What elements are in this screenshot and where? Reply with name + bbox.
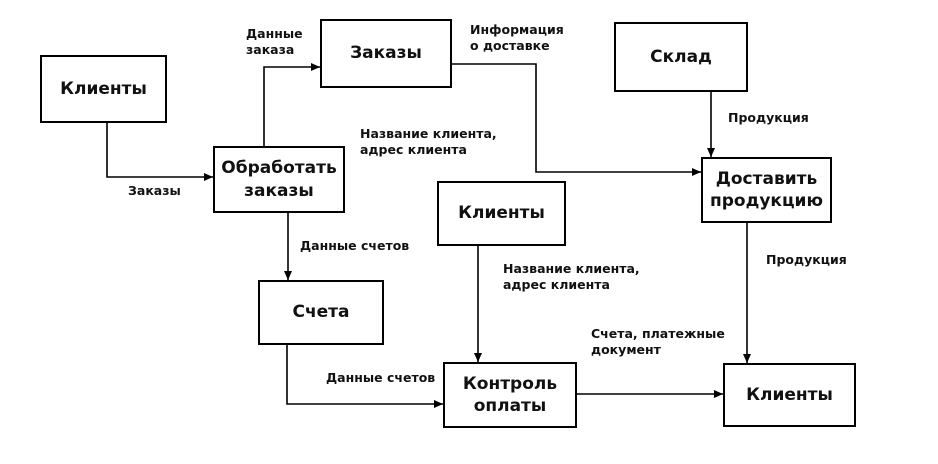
label-process-to-orders: Данные заказа: [246, 26, 303, 57]
node-deliver: Доставить продукцию: [701, 157, 832, 223]
node-clients-mid: Клиенты: [437, 181, 566, 246]
node-payment-control: Контроль оплаты: [443, 362, 577, 428]
label-payment-to-clients: Счета, платежные документ: [591, 326, 725, 357]
label-name-address-1: Название клиента, адрес клиента: [360, 126, 497, 157]
node-clients-bottom: Клиенты: [723, 363, 856, 427]
label-orders-to-deliver: Информация о доставке: [470, 22, 564, 53]
node-process-orders: Обработать заказы: [213, 146, 345, 213]
edge-invoices-to-payment: [286, 345, 443, 408]
label-warehouse-to-deliver: Продукция: [728, 110, 809, 125]
node-clients-top: Клиенты: [40, 55, 167, 123]
label-invoices-to-payment: Данные счетов: [326, 370, 436, 385]
edge-clients-to-process: [106, 123, 213, 181]
label-clients-to-payment: Название клиента, адрес клиента: [503, 261, 640, 292]
node-orders: Заказы: [320, 19, 452, 88]
label-deliver-to-clients: Продукция: [766, 252, 847, 267]
node-invoices: Счета: [258, 280, 384, 345]
label-clients-to-process: Заказы: [128, 183, 181, 198]
node-warehouse: Склад: [614, 22, 748, 92]
edge-orders-to-deliver: [452, 63, 701, 176]
label-process-to-invoices: Данные счетов: [300, 238, 410, 253]
edge-process-to-orders: [263, 63, 320, 146]
